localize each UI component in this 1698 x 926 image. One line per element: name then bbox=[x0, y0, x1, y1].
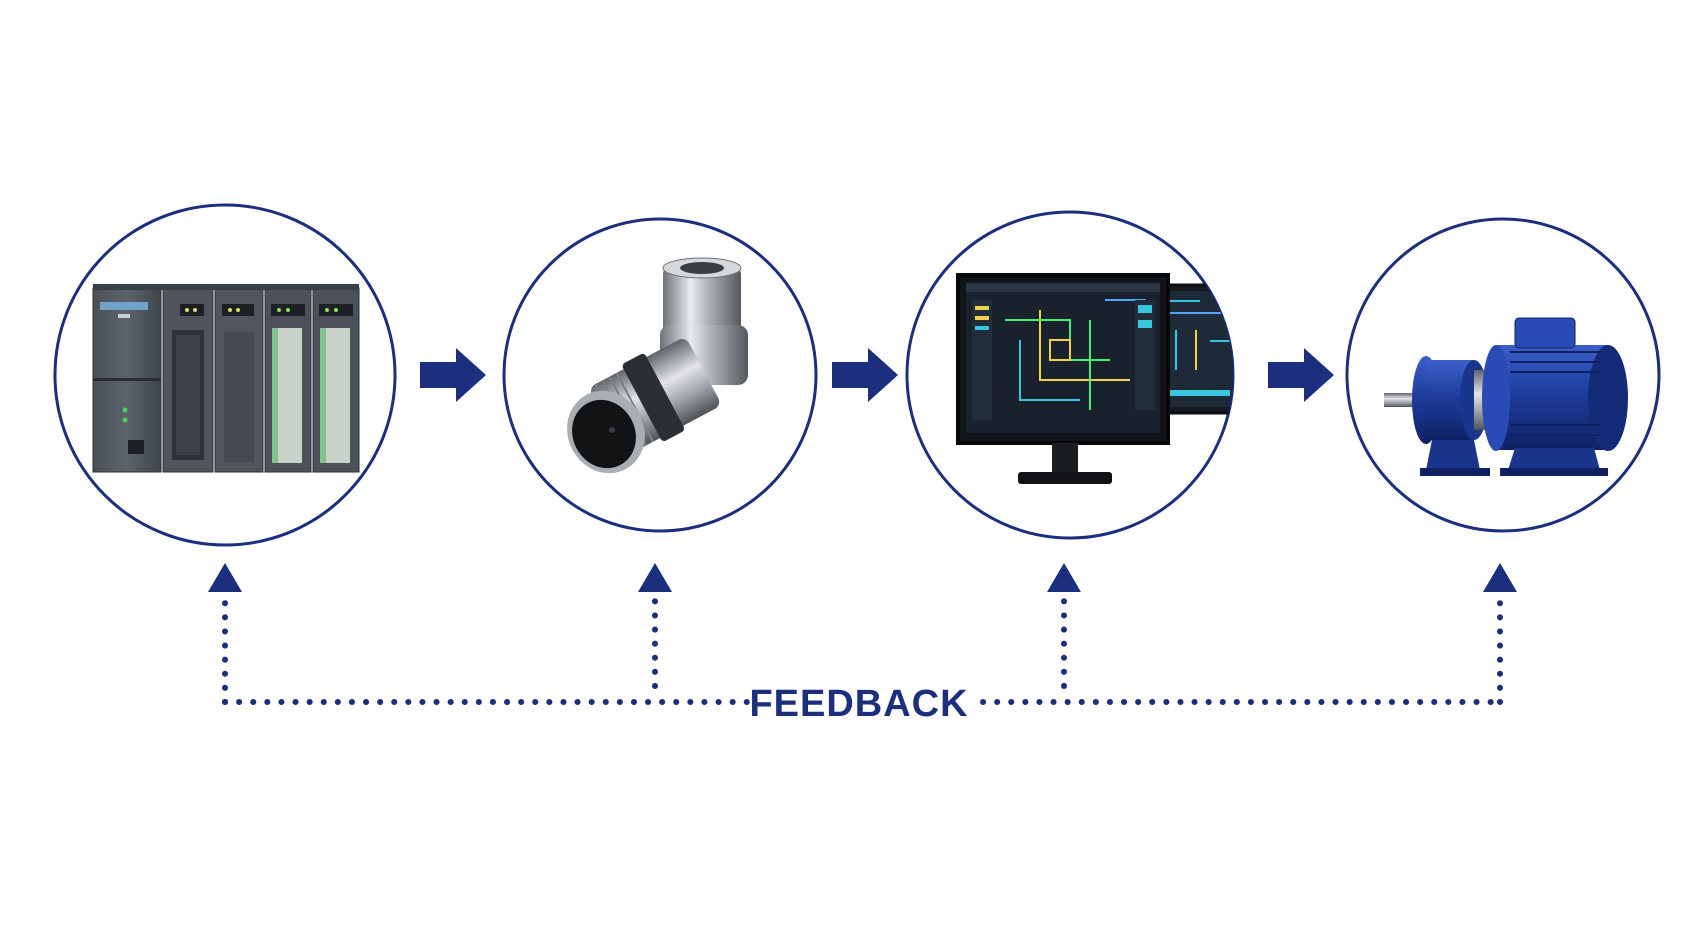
stage-electric-motor bbox=[1345, 217, 1661, 533]
stage-hmi-monitor bbox=[905, 210, 1235, 540]
sensor-image bbox=[567, 257, 748, 474]
flow-arrow-2 bbox=[832, 348, 898, 402]
stage-sensor bbox=[502, 217, 818, 533]
feedback-arrowhead-2 bbox=[638, 563, 672, 592]
hmi-monitor-image bbox=[956, 273, 1233, 484]
stage-plc-controller bbox=[53, 203, 397, 547]
feedback-arrowhead-4 bbox=[1483, 563, 1517, 592]
feedback-label: FEEDBACK bbox=[749, 683, 968, 725]
plc-controller-image bbox=[92, 284, 360, 473]
flow-arrow-3 bbox=[1268, 348, 1334, 402]
flow-arrow-1 bbox=[420, 348, 486, 402]
feedback-arrowhead-3 bbox=[1047, 563, 1081, 592]
feedback-arrowhead-1 bbox=[208, 563, 242, 592]
feedback-loop: FEEDBACK bbox=[208, 563, 1517, 725]
electric-motor-image bbox=[1384, 317, 1628, 476]
